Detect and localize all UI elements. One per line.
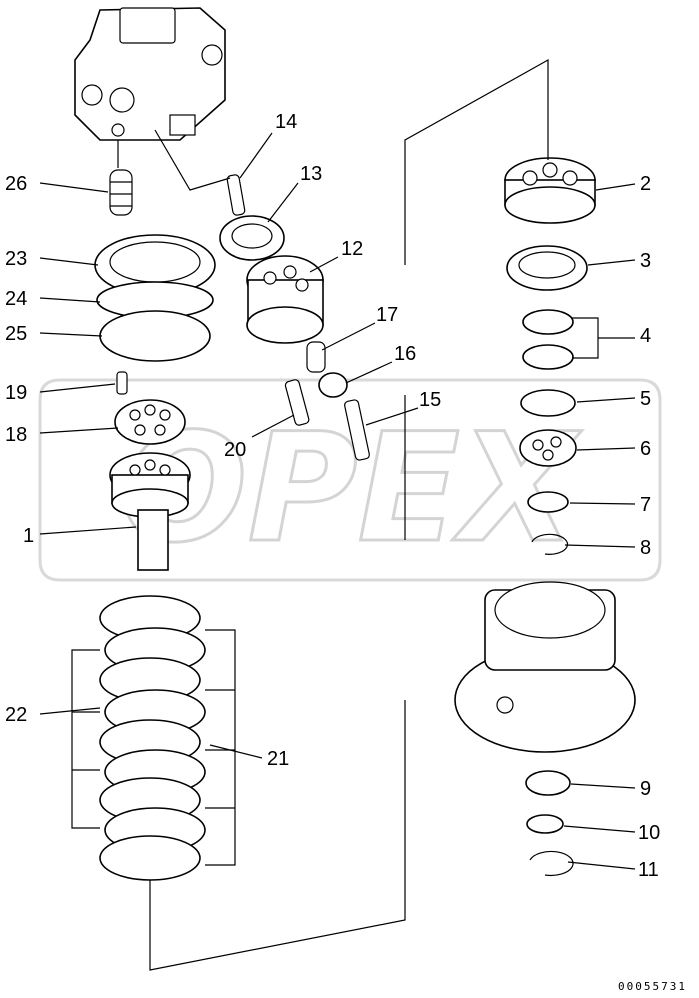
part-15-piston (344, 399, 370, 461)
part-14-pin (226, 174, 246, 216)
leader-lines (39, 132, 636, 870)
callout-6: 6 (640, 438, 651, 460)
callout-23: 23 (5, 248, 27, 270)
callout-12: 12 (341, 238, 363, 260)
part-25-ring (99, 310, 211, 362)
plate-stack (99, 595, 206, 881)
part-23-ring (94, 234, 216, 296)
part-2-bearing (504, 157, 596, 224)
callout-3: 3 (640, 250, 651, 272)
callout-19: 19 (5, 382, 27, 404)
callout-26: 26 (5, 173, 27, 195)
drawing-code: 00055731 (618, 980, 687, 993)
part-4-shims (522, 309, 574, 370)
callouts: 1 2 3 4 5 6 7 8 9 10 11 12 13 14 15 16 1… (5, 111, 660, 881)
assembly-lines (71, 58, 635, 971)
callout-1: 1 (23, 525, 34, 547)
callout-25: 25 (5, 323, 27, 345)
part-9-nut (525, 770, 571, 796)
part-26-springs (109, 169, 133, 216)
part-8-snap-ring (531, 533, 569, 555)
callout-16: 16 (394, 343, 416, 365)
part-10-ring (526, 814, 564, 834)
callout-18: 18 (5, 424, 27, 446)
motor-housing (74, 7, 226, 141)
callout-10: 10 (638, 822, 660, 844)
part-6-bearing (519, 429, 577, 467)
callout-13: 13 (300, 163, 322, 185)
callout-5: 5 (640, 388, 651, 410)
callout-17: 17 (376, 304, 398, 326)
callout-15: 15 (419, 389, 441, 411)
callout-4: 4 (640, 325, 651, 347)
callout-20: 20 (224, 439, 246, 461)
part-16-collar (318, 372, 348, 398)
callout-7: 7 (640, 494, 651, 516)
part-7-ring (527, 491, 569, 513)
callout-24: 24 (5, 288, 27, 310)
callout-21: 21 (267, 748, 289, 770)
part-3-race (506, 245, 588, 291)
part-20-piston (284, 379, 310, 426)
part-13-valve-plate (219, 215, 285, 261)
callout-2: 2 (640, 173, 651, 195)
part-11-snap-ring (529, 850, 574, 877)
callout-9: 9 (640, 778, 651, 800)
callout-14: 14 (275, 111, 297, 133)
part-5-ring (520, 389, 576, 417)
part-12-cylinder-block (246, 255, 324, 344)
callout-22: 22 (5, 704, 27, 726)
callout-11: 11 (638, 859, 659, 881)
part-19-bolt (116, 371, 128, 395)
swing-motor-case (454, 581, 636, 753)
part-17-spring (306, 341, 326, 373)
callout-8: 8 (640, 537, 651, 559)
part-1-shaft (109, 452, 191, 571)
part-18-plate (114, 399, 186, 445)
